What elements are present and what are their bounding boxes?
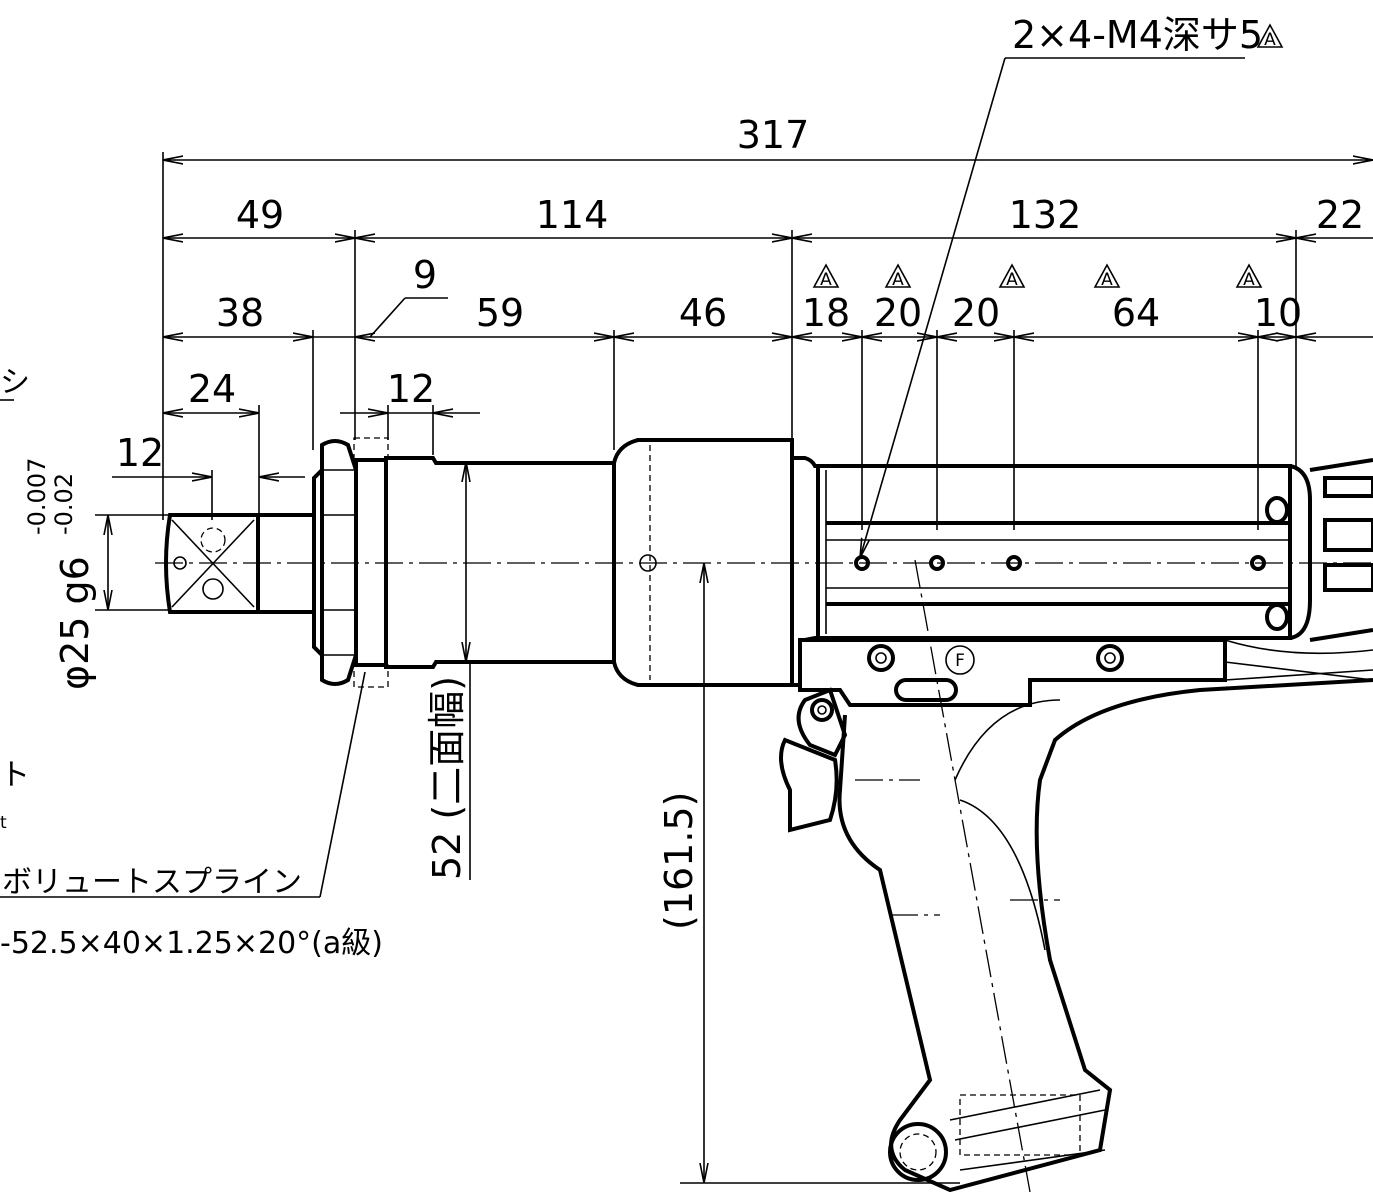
dim-46: 46: [679, 291, 727, 335]
dim-across-flats: 52 (二面幅): [425, 676, 469, 880]
dim-tolerance-lower: -0.02: [50, 473, 78, 535]
tool-outline: [164, 437, 1373, 1192]
spline-name-note: ボリュートスプライン: [2, 865, 302, 900]
revision-mark: A: [812, 263, 840, 290]
revision-marks: A A A A A A: [812, 23, 1284, 290]
partial-note-bottom: t: [0, 813, 7, 833]
revision-mark: A: [998, 263, 1026, 290]
svg-text:A: A: [1006, 270, 1018, 290]
dim-20b: 20: [952, 291, 1000, 335]
svg-text:A: A: [1243, 270, 1255, 290]
svg-text:A: A: [1101, 270, 1113, 290]
face-mark: F: [955, 651, 965, 671]
revision-mark: A: [884, 263, 912, 290]
dim-49: 49: [236, 193, 284, 237]
dim-59: 59: [476, 291, 524, 335]
dimension-lines: [0, 57, 1373, 1184]
dim-64: 64: [1112, 291, 1160, 335]
dim-114: 114: [536, 193, 609, 237]
revision-mark: A: [1235, 263, 1263, 290]
dim-shaft-diameter: φ25 g6: [53, 556, 97, 690]
dim-9: 9: [413, 253, 437, 297]
hole-spec-note: 2×4-M4深サ5: [1012, 13, 1263, 57]
svg-text:A: A: [892, 270, 904, 290]
dim-18: 18: [802, 291, 850, 335]
dim-10: 10: [1254, 291, 1302, 335]
dim-20a: 20: [874, 291, 922, 335]
dimension-labels: 2×4-M4深サ5 317 49 114 132 22 9 38 59 46 1…: [0, 13, 1364, 961]
dim-12a: 12: [116, 431, 164, 475]
partial-note-top: シ: [0, 365, 30, 400]
partial-note-middle: ト: [0, 758, 30, 793]
svg-text:A: A: [1264, 30, 1276, 50]
dim-22: 22: [1316, 193, 1364, 237]
svg-text:A: A: [820, 270, 832, 290]
revision-mark: A: [1256, 23, 1284, 50]
dim-24: 24: [188, 367, 236, 411]
dim-overall-length: 317: [737, 113, 810, 157]
dim-132: 132: [1009, 193, 1082, 237]
dim-12b: 12: [387, 367, 435, 411]
dim-38: 38: [216, 291, 264, 335]
revision-mark: A: [1093, 263, 1121, 290]
dim-tolerance-upper: -0.007: [23, 458, 51, 535]
dim-height: (161.5): [657, 792, 701, 930]
spline-spec-note: -52.5×40×1.25×20°(a級): [0, 926, 383, 961]
